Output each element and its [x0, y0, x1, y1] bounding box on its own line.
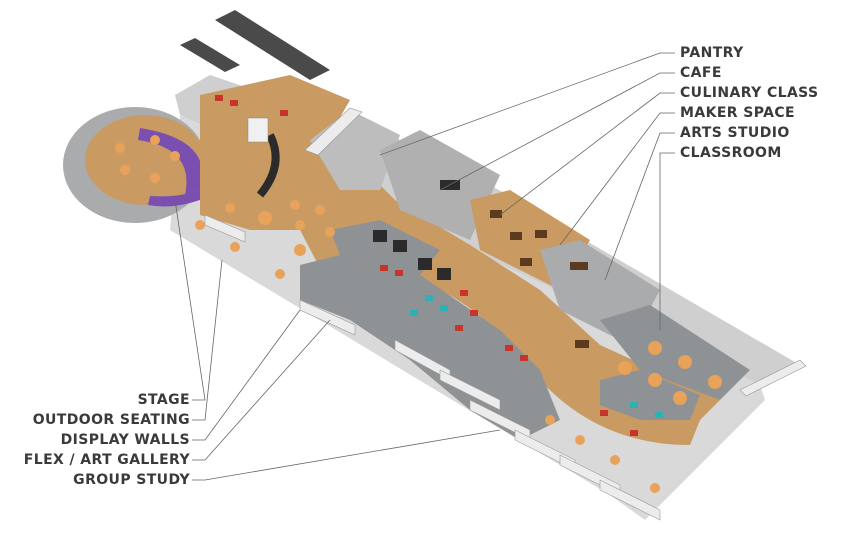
cafe-counter	[256, 133, 280, 198]
cafe-kiosk	[247, 117, 269, 143]
leader-lines-right	[379, 52, 675, 330]
stage-edge	[138, 128, 203, 195]
group-study-wall-6	[599, 479, 661, 521]
culinary-bench-1	[490, 210, 502, 218]
maker-bench-1	[570, 262, 588, 270]
leader-maker	[559, 112, 675, 246]
label-display-walls: DISPLAY WALLS	[60, 432, 190, 448]
culinary-bench-4	[520, 258, 532, 266]
leader-display	[192, 309, 301, 441]
leader-cafe	[439, 72, 675, 191]
leader-arts	[604, 132, 675, 281]
culinary-bench-3	[535, 230, 547, 238]
leader-lines-left	[174, 199, 501, 481]
label-pantry: PANTRY	[680, 45, 744, 61]
maker-bench-2	[575, 340, 589, 348]
label-outdoor-seating: OUTDOOR SEATING	[32, 412, 190, 428]
display-wall-1	[204, 214, 246, 243]
group-study-carpet	[300, 255, 560, 440]
display-wall-2	[299, 299, 356, 336]
leader-flex	[192, 319, 331, 461]
stage-floor	[85, 115, 205, 205]
leader-outdoor	[192, 259, 223, 421]
carpet-lower	[600, 370, 700, 420]
pantry-wall	[304, 107, 363, 156]
leader-pantry	[379, 52, 675, 156]
round-tables	[115, 135, 722, 493]
label-group-study: GROUP STUDY	[73, 472, 190, 488]
label-arts-studio: ARTS STUDIO	[680, 125, 790, 141]
label-classroom: CLASSROOM	[680, 145, 782, 161]
outdoor-seating-area	[63, 107, 207, 223]
group-study-wall-2	[439, 369, 501, 411]
label-flex-art-gallery: FLEX / ART GALLERY	[23, 452, 190, 468]
stage-edge-lower	[148, 190, 205, 207]
label-stage: STAGE	[137, 392, 190, 408]
leader-classroom	[659, 152, 675, 330]
leader-group	[192, 429, 501, 481]
exit-wall	[739, 359, 807, 397]
label-maker-space: MAKER SPACE	[680, 105, 795, 121]
label-cafe: CAFE	[680, 65, 722, 81]
culinary-bench-2	[510, 232, 522, 240]
entry-canopy-left	[180, 38, 240, 72]
leader-stage	[174, 199, 206, 401]
leader-culinary	[499, 92, 675, 216]
chairs-teal	[410, 295, 663, 418]
label-culinary-class: CULINARY CLASS	[680, 85, 819, 101]
entry-canopy-top	[215, 10, 330, 80]
interior-walls	[204, 107, 807, 521]
carpet-zones	[300, 220, 700, 440]
carpet-upper	[330, 220, 440, 275]
lounge-booths	[373, 230, 451, 280]
